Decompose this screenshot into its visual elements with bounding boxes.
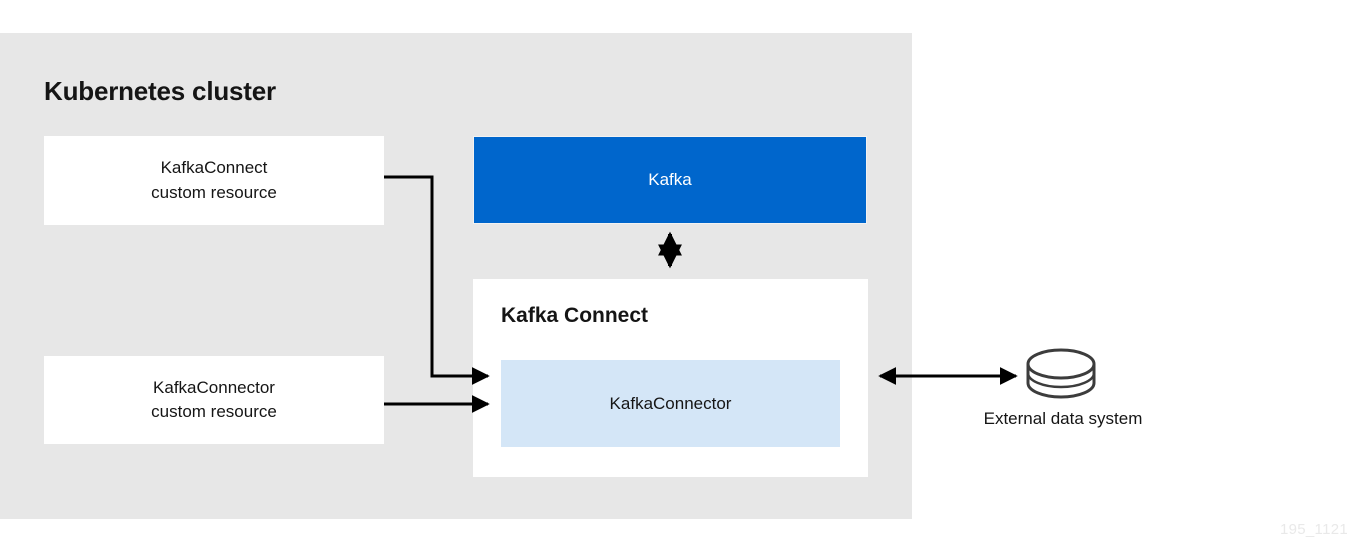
- watermark-label: 195_1121: [1279, 521, 1348, 538]
- external-data-system-label: External data system: [983, 409, 1143, 428]
- kubernetes-cluster-title: Kubernetes cluster: [44, 76, 276, 106]
- kafkaconnector-custom-resource-box: KafkaConnector custom resource: [44, 356, 384, 444]
- kafkaconnector-cr-line1: KafkaConnector: [153, 377, 275, 397]
- database-cylinder-icon: [1026, 348, 1096, 399]
- kafkaconnect-cr-line2: custom resource: [151, 182, 277, 202]
- kafka-box: Kafka: [473, 136, 867, 224]
- kafkaconnector-inner-label: KafkaConnector: [609, 393, 732, 413]
- kafka-connect-title: Kafka Connect: [501, 304, 649, 327]
- kafkaconnector-cr-line2: custom resource: [151, 402, 277, 421]
- kafkaconnector-cr-text: KafkaConnector custom resource: [151, 376, 277, 424]
- kafkaconnect-cr-text: KafkaConnect custom resource: [151, 156, 277, 204]
- kafkaconnector-inner-box: KafkaConnector: [501, 360, 840, 447]
- kafkaconnect-custom-resource-box: KafkaConnect custom resource: [44, 136, 384, 225]
- kafka-connect-box: Kafka Connect KafkaConnector: [473, 279, 868, 477]
- kafkaconnect-cr-line1: KafkaConnect: [160, 158, 268, 178]
- kafka-box-label: Kafka: [648, 170, 692, 189]
